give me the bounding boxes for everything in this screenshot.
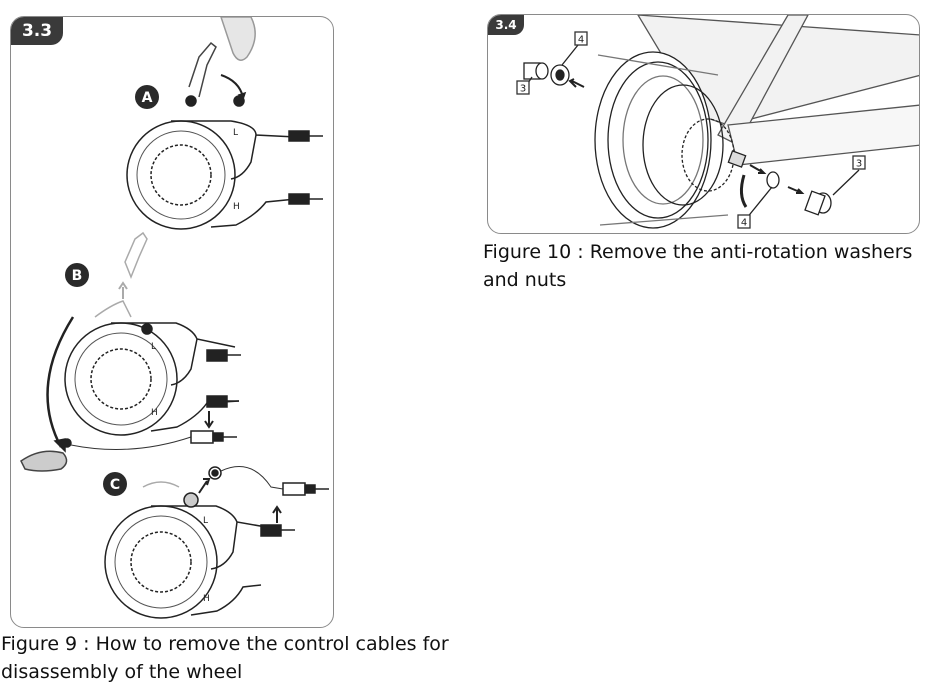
figure-9-panel: 3.3 L H	[10, 16, 334, 628]
part-label-3-right: 3	[856, 159, 862, 170]
dial-c-label-h: H	[203, 594, 210, 604]
dial-b-label-l: L	[151, 342, 156, 352]
figure-9-caption: Figure 9 : How to remove the control cab…	[1, 633, 449, 683]
step-marker-c: C	[103, 472, 127, 496]
step-marker-b-letter: B	[72, 268, 83, 284]
step-marker-c-letter: C	[110, 477, 120, 493]
hub-motor-disc	[594, 51, 712, 229]
dial-a	[126, 41, 323, 230]
frame-fork-shape	[220, 17, 256, 61]
dial-b	[20, 231, 241, 472]
part-number-3-right: 3	[852, 155, 866, 170]
figure-10-caption: Figure 10 : Remove the anti-rotation was…	[483, 241, 913, 291]
part-number-4-top: 4	[574, 31, 588, 46]
figure-10-panel: 3.4 4	[487, 14, 920, 234]
step-badge: 3.4	[488, 15, 524, 35]
part-label-4-bottom: 4	[741, 218, 747, 229]
dial-c	[104, 466, 329, 619]
dial-a-label-l: L	[233, 128, 238, 138]
step-marker-a-letter: A	[142, 90, 153, 106]
step-badge: 3.3	[11, 17, 63, 45]
part-number-4-bottom: 4	[737, 214, 751, 229]
dial-a-label-h: H	[233, 202, 240, 212]
step-marker-a: A	[135, 85, 159, 109]
cable-removal-illustration: L H L H	[20, 17, 329, 619]
dial-c-label-l: L	[203, 516, 208, 526]
step-marker-b: B	[65, 263, 89, 287]
part-label-3-left: 3	[520, 84, 526, 95]
part-label-4-top: 4	[578, 35, 584, 46]
hub-nut-illustration: 4 3 3 4	[516, 15, 919, 229]
dial-b-label-h: H	[151, 408, 158, 418]
part-number-3-left: 3	[516, 80, 530, 95]
